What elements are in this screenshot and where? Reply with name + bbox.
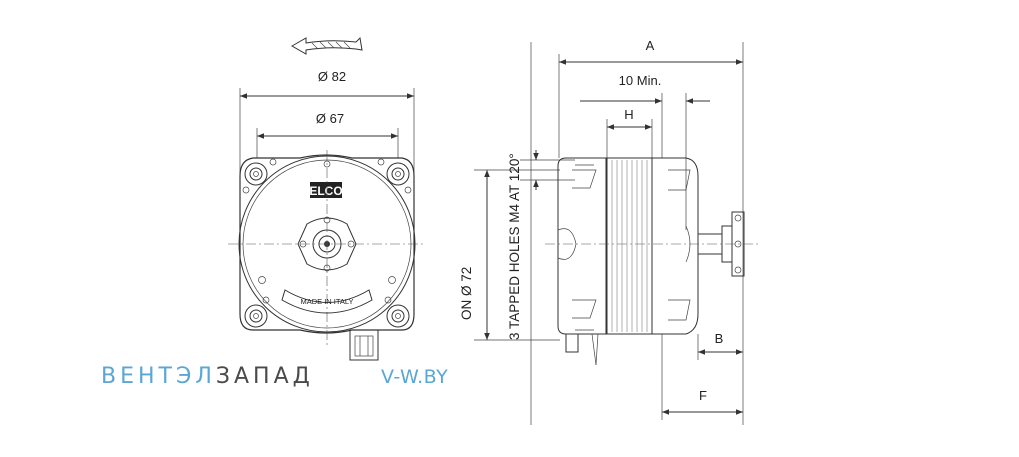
svg-text:ELCO: ELCO xyxy=(309,184,342,198)
mounting-lug-top-right xyxy=(386,162,410,186)
dim-outer-label: Ø 82 xyxy=(318,69,346,84)
side-view: A 10 Min. H 3 TAPPED HOLES M4 AT 120° ON… xyxy=(459,38,760,425)
dim-a-label: A xyxy=(646,38,655,53)
dim-b-label: B xyxy=(715,331,724,346)
site-watermark: V-W.BY xyxy=(381,366,449,388)
svg-text:MADE IN ITALY: MADE IN ITALY xyxy=(300,297,353,306)
connector-block xyxy=(349,329,379,361)
mounting-lug-bottom-left xyxy=(244,304,268,328)
label-on-diameter: ON Ø 72 xyxy=(459,267,474,320)
brand-part-2: ЗАПАД xyxy=(215,364,314,389)
dim-inner-label: Ø 67 xyxy=(316,111,344,126)
brand-part-1: ВЕНТЭЛ xyxy=(101,364,216,389)
front-view: Ø 82 Ø 67 xyxy=(228,36,426,361)
mounting-lug-bottom-right xyxy=(386,304,410,328)
brand-watermark: ВЕНТЭЛЗАПАД xyxy=(101,364,314,389)
dim-h-label: H xyxy=(624,107,633,122)
motor-side-body xyxy=(557,157,745,366)
elco-logo: ELCO xyxy=(309,182,343,198)
label-tapped-holes: 3 TAPPED HOLES M4 AT 120° xyxy=(507,153,522,340)
nameplate: MADE IN ITALY xyxy=(281,289,373,314)
dim-f-label: F xyxy=(699,388,707,403)
mounting-lug-top-left xyxy=(244,162,268,186)
dim-min-label: 10 Min. xyxy=(619,73,662,88)
rotation-arrow-icon xyxy=(290,36,363,55)
